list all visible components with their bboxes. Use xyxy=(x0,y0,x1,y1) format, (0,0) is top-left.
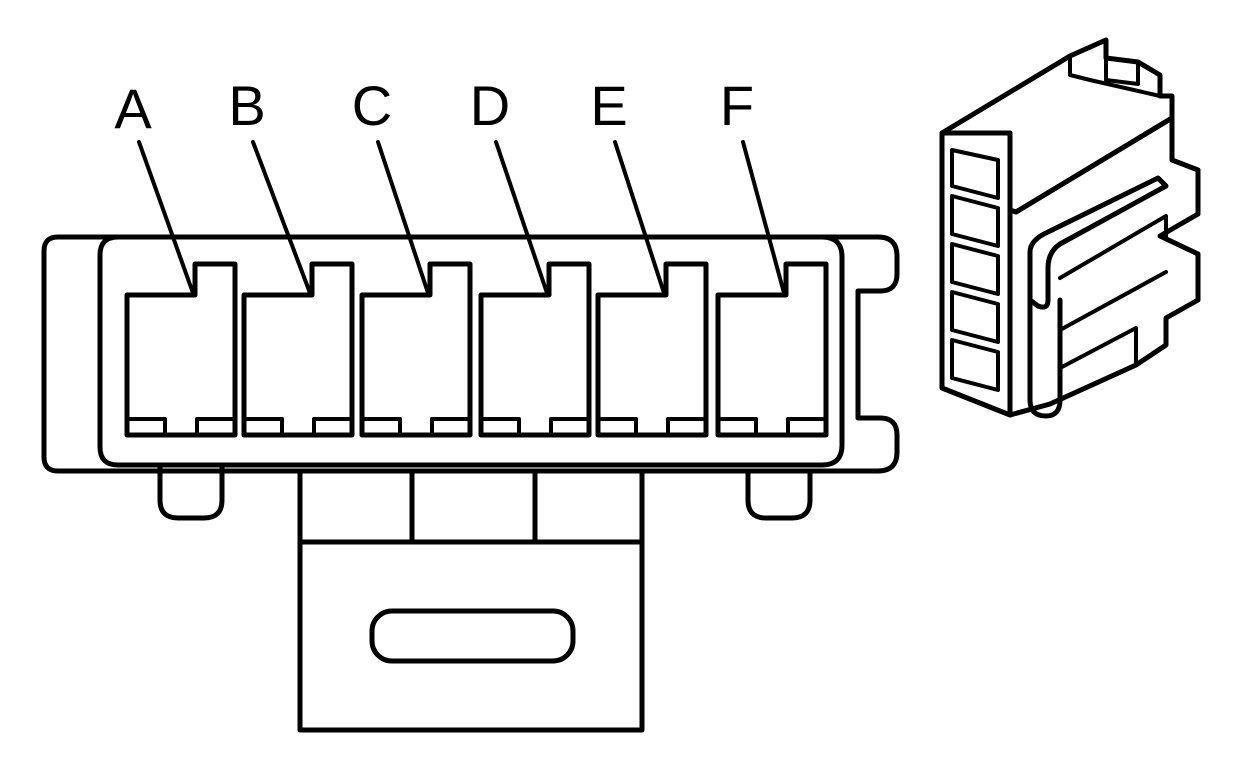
leader-line-b xyxy=(251,140,312,295)
cavity-a-ledge-right xyxy=(195,417,237,437)
leader-lines xyxy=(137,140,786,295)
iso-side-rib-mid xyxy=(1058,270,1168,332)
iso-cavity-3 xyxy=(950,242,1000,296)
pin-label-e: E xyxy=(590,74,627,137)
cavity-e-ledge-left xyxy=(596,417,638,437)
right-lower-tab xyxy=(745,468,813,521)
leader-line-e xyxy=(613,140,666,295)
connector-outer-housing xyxy=(41,234,900,474)
pin-label-a: A xyxy=(114,77,152,140)
cavity-d-ledge-right xyxy=(549,417,591,437)
iso-side-rib-lower xyxy=(1058,326,1138,370)
left-lower-tab xyxy=(157,462,225,521)
cavity-c-ledge-right xyxy=(430,417,472,437)
cavity-c-ledge-left xyxy=(360,417,402,437)
cavity-b xyxy=(241,261,355,438)
iso-latch-lever xyxy=(1027,297,1063,419)
iso-side-body xyxy=(1007,115,1201,418)
pin-labels: A B C D E F xyxy=(114,74,754,140)
iso-cavity-5 xyxy=(950,338,1000,392)
connector-inner-shell xyxy=(97,234,845,468)
cavity-a xyxy=(124,261,238,438)
cavity-f-ledge-right xyxy=(786,417,828,437)
iso-latch-rib xyxy=(1058,214,1168,280)
pin-label-c: C xyxy=(352,74,392,137)
cavity-f-ledge-left xyxy=(716,417,758,437)
cavity-b-ledge-right xyxy=(312,417,354,437)
leader-line-c xyxy=(376,140,430,295)
leader-line-a xyxy=(137,140,195,295)
connector-isometric-view xyxy=(939,37,1201,419)
iso-cavity-2 xyxy=(950,194,1000,248)
iso-cavity-1 xyxy=(950,148,1000,200)
iso-top-notch xyxy=(1104,56,1140,86)
pin-label-f: F xyxy=(720,74,754,137)
connector-face xyxy=(41,234,900,733)
iso-top-ridge xyxy=(1068,54,1162,98)
cavity-a-ledge-left xyxy=(125,417,167,437)
cavities xyxy=(124,261,829,438)
latch-slot xyxy=(369,608,576,664)
cavity-e xyxy=(595,261,709,438)
leader-line-f xyxy=(741,140,786,295)
pin-label-b: B xyxy=(228,74,265,137)
iso-latch-arm xyxy=(1027,175,1169,310)
cavity-d xyxy=(478,261,592,438)
cavity-f xyxy=(715,261,829,438)
latch-body xyxy=(297,468,645,733)
cavity-e-ledge-right xyxy=(666,417,708,437)
iso-cavity-4 xyxy=(950,290,1000,344)
pin-label-d: D xyxy=(470,74,510,137)
cavity-b-ledge-left xyxy=(242,417,284,437)
cavity-c xyxy=(359,261,473,438)
cavity-d-ledge-left xyxy=(479,417,521,437)
leader-line-d xyxy=(494,140,549,295)
